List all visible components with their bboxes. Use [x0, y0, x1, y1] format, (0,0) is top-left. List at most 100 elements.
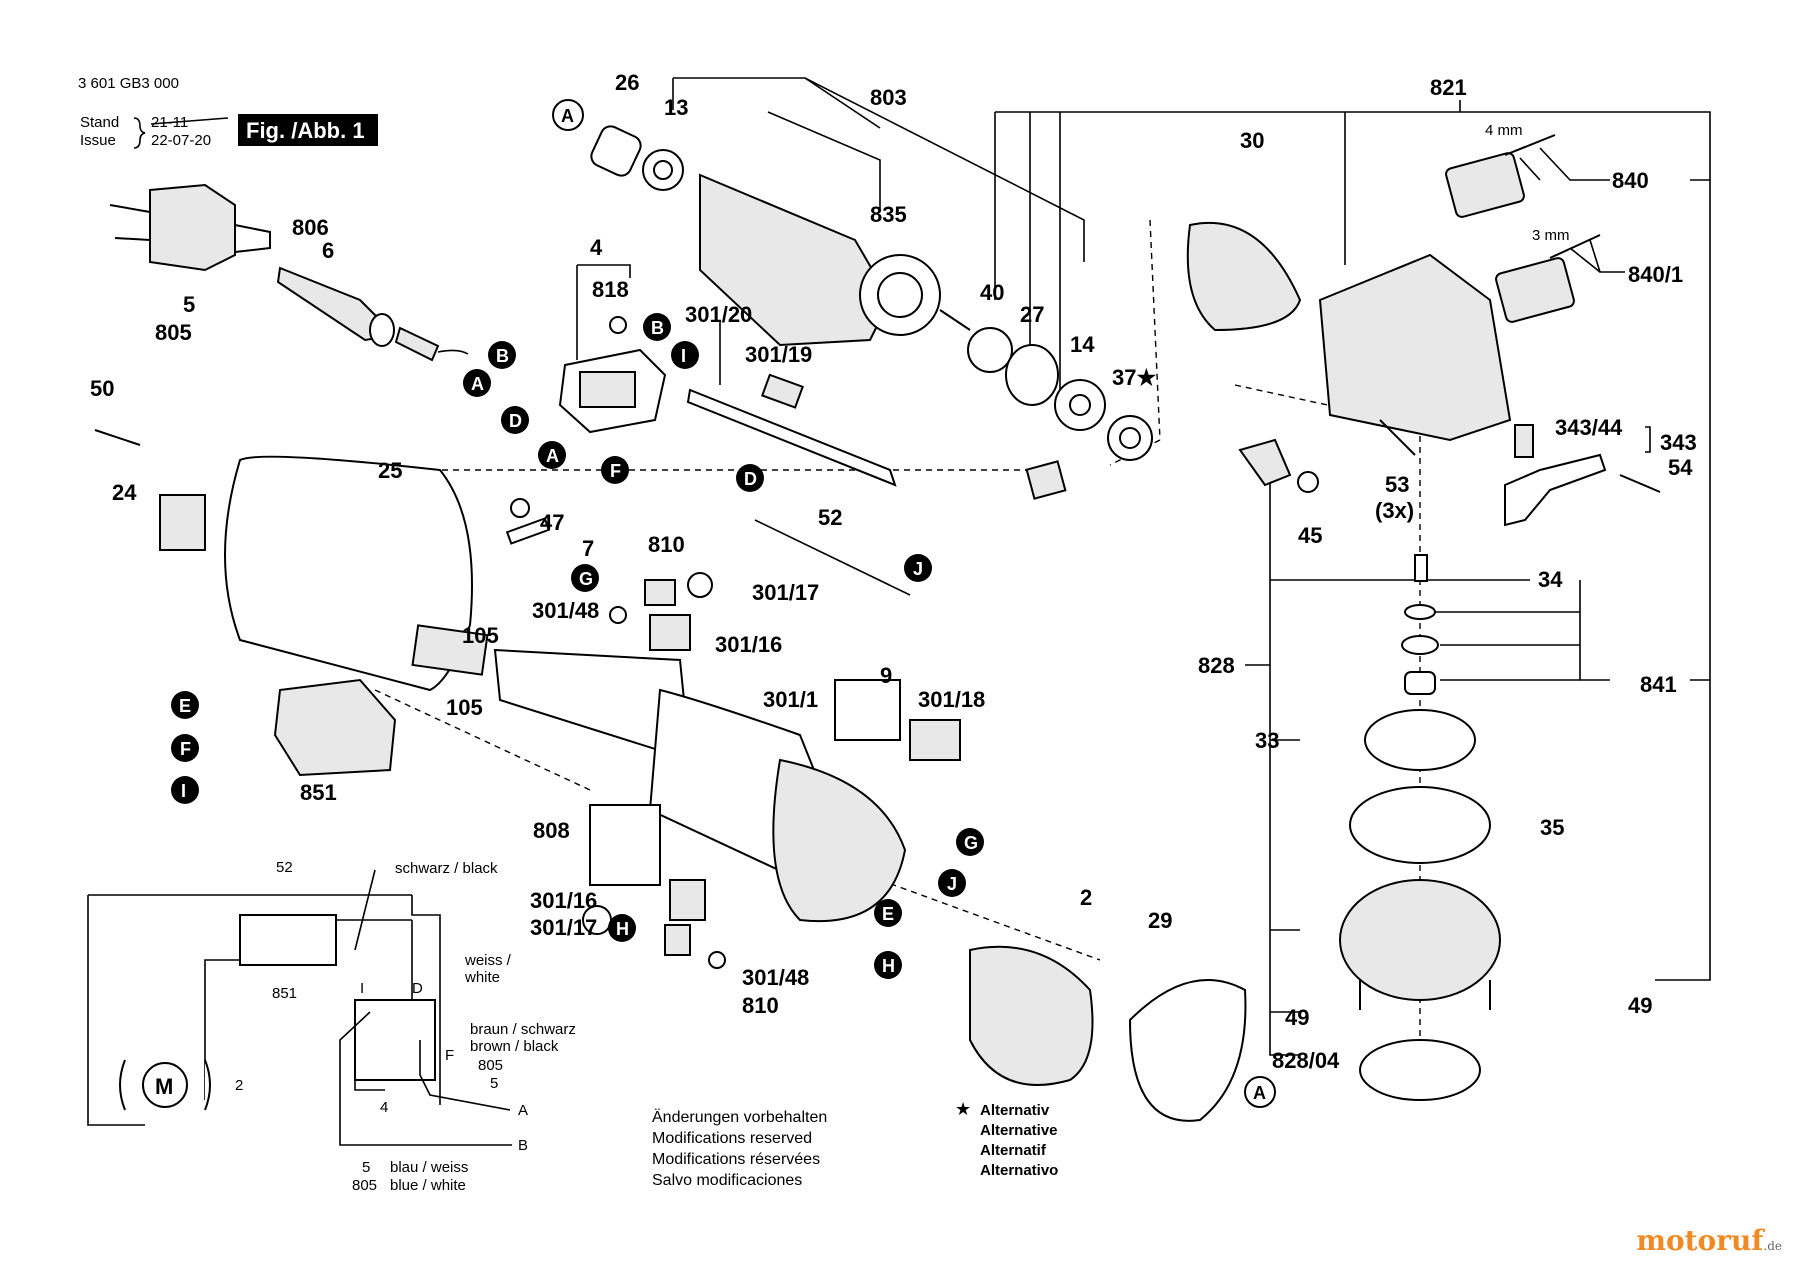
ring-27	[1005, 344, 1059, 406]
power-plug	[149, 183, 236, 272]
wiring-switch-851-box	[239, 914, 337, 966]
callout-34: 34	[1538, 567, 1563, 592]
callout-45: 45	[1298, 523, 1322, 548]
callout-3x: (3x)	[1375, 498, 1414, 523]
connector-A-deflector: A	[1244, 1076, 1276, 1108]
callout-5-plug: 5	[183, 292, 195, 317]
housing-25	[224, 455, 473, 692]
connector-I-switch851: I	[171, 776, 199, 804]
strike-line	[150, 117, 229, 125]
callout-840: 840	[1612, 168, 1649, 193]
svg-text:B: B	[651, 318, 664, 338]
connector-J-stator: J	[938, 869, 966, 897]
callout-49-right: 49	[1628, 993, 1652, 1018]
svg-text:F: F	[180, 739, 191, 759]
note-alt-fr: Alternatif	[980, 1142, 1047, 1159]
pin-3mm	[1549, 234, 1601, 259]
screw-301-48a	[609, 606, 627, 624]
wire-loop-left	[87, 895, 145, 1126]
note-mod-fr: Modifications réservées	[652, 1151, 820, 1168]
gasket-35	[1349, 786, 1491, 864]
svg-text:F: F	[610, 461, 621, 481]
wire-label-4: 4	[380, 1099, 388, 1116]
wire-label-B: B	[518, 1137, 528, 1154]
callout-25: 25	[378, 458, 402, 483]
grommet	[369, 313, 395, 347]
motor-label: M	[155, 1074, 173, 1099]
wire-label-white-2: white	[464, 969, 500, 986]
callout-806: 806	[292, 215, 329, 240]
plug-and-cable	[109, 183, 469, 362]
callout-851: 851	[300, 780, 337, 805]
callout-301-17-bottom: 301/17	[530, 915, 597, 940]
carbon-brush-810b	[664, 924, 691, 956]
callout-301-20: 301/20	[685, 302, 752, 327]
svg-text:H: H	[616, 919, 629, 939]
callout-53: 53	[1385, 472, 1409, 497]
o-ring-828-04	[1359, 1039, 1481, 1101]
callout-9: 9	[880, 663, 892, 688]
armature	[590, 125, 971, 347]
ring-40	[967, 327, 1013, 373]
callout-301-16-top: 301/16	[715, 632, 782, 657]
svg-text:A: A	[471, 374, 484, 394]
connector-letters: A B A D B I A F D J G E F I H G J E H A	[171, 99, 1276, 1108]
callout-13: 13	[664, 95, 688, 120]
callout-49-left: 49	[1285, 1005, 1309, 1030]
connector-I-switch: I	[671, 341, 699, 369]
stator-2	[969, 945, 1094, 1086]
callout-301-16-bottom: 301/16	[530, 888, 597, 913]
spring-301-19	[760, 373, 804, 409]
connector-E-stator: E	[874, 899, 902, 927]
svg-text:D: D	[509, 411, 522, 431]
cable-sleeve-806	[276, 266, 382, 342]
svg-text:E: E	[179, 696, 191, 716]
wire-label-F: F	[445, 1047, 454, 1064]
callout-828-04: 828/04	[1272, 1048, 1340, 1073]
callout-7: 7	[582, 536, 594, 561]
svg-text:A: A	[1253, 1083, 1266, 1103]
wire-label-52: 52	[276, 859, 293, 876]
bearing-26	[590, 125, 642, 177]
screw-818	[609, 316, 627, 334]
wire-label-brown-1: braun / schwarz	[470, 1021, 576, 1038]
callout-841: 841	[1640, 672, 1677, 697]
wire-label-D: D	[412, 980, 423, 997]
plate-7	[505, 517, 551, 545]
note-alt-es: Alternativo	[980, 1162, 1058, 1179]
svg-text:G: G	[579, 569, 593, 589]
svg-text:H: H	[882, 956, 895, 976]
callout-52: 52	[818, 505, 842, 530]
label-808	[589, 804, 661, 886]
switch-4	[558, 316, 667, 434]
fig-label: Fig. /Abb. 1	[246, 118, 365, 143]
issue-value: 22-07-20	[151, 132, 211, 149]
svg-text:J: J	[913, 559, 923, 579]
callout-37: 37★	[1112, 365, 1156, 390]
brush-holder-301-16a	[649, 614, 691, 651]
callout-343-44: 343/44	[1555, 415, 1623, 440]
callout-835: 835	[870, 202, 907, 227]
pin-34	[1414, 554, 1428, 582]
brush-holder-301-16b	[669, 879, 706, 921]
lock-button-840	[1445, 152, 1525, 218]
shaft	[939, 309, 971, 331]
wiring-diagram: M 52 schwarz / black weiss / white 851 I…	[87, 859, 576, 1194]
screw-54	[1619, 474, 1661, 493]
brace-icon	[133, 117, 146, 149]
wire-label-805-b: 805	[352, 1177, 377, 1194]
connector-B-switch: B	[643, 313, 671, 341]
callout-labels: 26 13 803 835 821 30 840 840/1 4 mm 3 mm…	[90, 70, 1697, 1073]
callout-821: 821	[1430, 75, 1467, 100]
callout-105-upper: 105	[462, 623, 499, 648]
svg-text:E: E	[882, 904, 894, 924]
leader-lines	[374, 77, 1711, 1070]
doc-number: 3 601 GB3 000	[78, 75, 179, 92]
lock-button-840-1	[1495, 257, 1575, 323]
callout-105-lower: 105	[446, 695, 483, 720]
wire-label-2: 2	[235, 1077, 243, 1094]
callout-29: 29	[1148, 908, 1172, 933]
note-mod-es: Salvo modificaciones	[652, 1172, 802, 1189]
issue-label: Issue	[80, 132, 116, 149]
connector-G-stator: G	[956, 828, 984, 856]
